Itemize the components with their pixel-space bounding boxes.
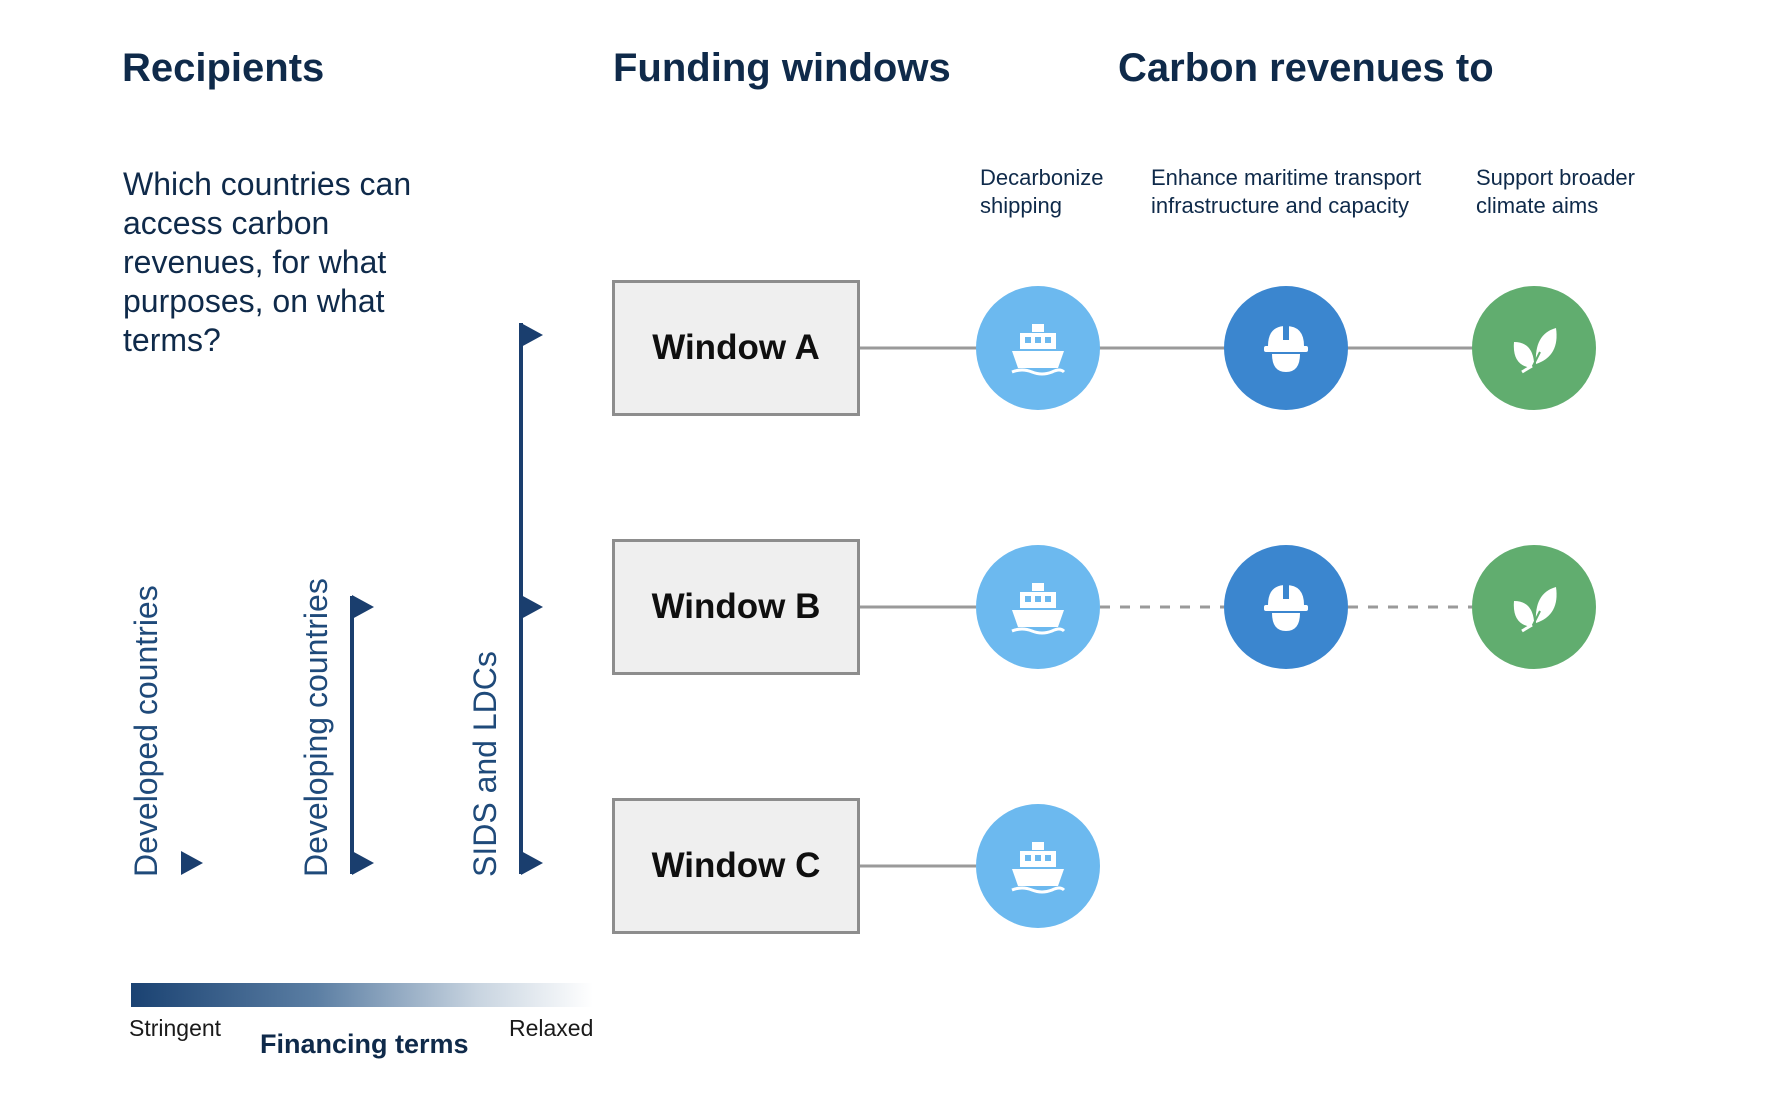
stringent-label: Stringent [129, 1015, 222, 1041]
funding-windows-header: Funding windows [613, 46, 951, 90]
recipients-header: Recipients [122, 46, 325, 90]
recipient-developed: Developed countries [128, 585, 164, 877]
carbon-revenues-header: Carbon revenues to [1118, 46, 1494, 90]
window-b: Window B [612, 539, 860, 675]
hard-hat-icon [1264, 324, 1308, 372]
leaf-circle-a [1472, 286, 1596, 410]
ship-circle-b [976, 545, 1100, 669]
sids-arrow-a [521, 323, 543, 347]
sids-arrow-b [521, 595, 543, 619]
ship-circle-c [976, 804, 1100, 928]
hard-hat-icon [1264, 583, 1308, 631]
leaf-icon [1513, 587, 1557, 633]
financing-terms-title: Financing terms [260, 1029, 469, 1059]
window-a: Window A [612, 280, 860, 416]
leaf-circle-b [1472, 545, 1596, 669]
sids-arrow-c [521, 851, 543, 875]
developing-arrow-c [352, 851, 374, 875]
hardhat-circle-b [1224, 545, 1348, 669]
leaf-icon [1513, 328, 1557, 374]
hardhat-circle-a [1224, 286, 1348, 410]
window-c: Window C [612, 798, 860, 934]
ship-circle-a [976, 286, 1100, 410]
financing-terms-gradient [131, 983, 593, 1007]
developed-arrow-c [181, 851, 203, 875]
recipient-developing: Developing countries [298, 578, 334, 877]
recipient-sids-ldcs: SIDS and LDCs [467, 651, 503, 877]
developing-arrow-b [352, 595, 374, 619]
question-text: Which countries can access carbon revenu… [123, 166, 412, 358]
ship-icon [1011, 324, 1066, 376]
relaxed-label: Relaxed [509, 1015, 594, 1041]
ship-icon [1011, 842, 1066, 894]
ship-icon [1011, 583, 1066, 635]
